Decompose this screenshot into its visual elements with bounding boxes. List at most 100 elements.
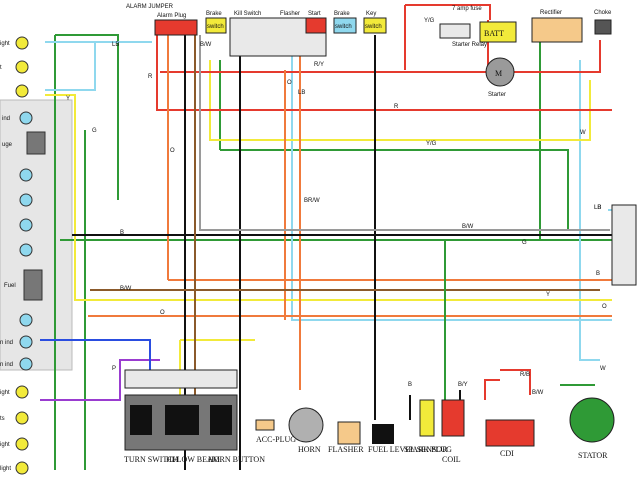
wires — [40, 4, 612, 470]
brake-switch-right — [333, 17, 357, 34]
turn-switch-label: TURN SWITCH — [124, 455, 179, 464]
acc-plug — [255, 419, 275, 431]
flasher-unit — [337, 421, 361, 445]
choke-label: Choke — [594, 10, 612, 16]
bulb-icon — [15, 437, 29, 451]
flasher-label: Flasher — [280, 11, 300, 17]
bulb-icon — [19, 168, 33, 182]
wire-label: B/W — [200, 42, 212, 48]
brake-switch-left — [205, 17, 227, 34]
left-label: ight — [0, 442, 10, 448]
stator — [569, 397, 615, 443]
horn-label: HORN — [298, 445, 321, 454]
left-label: Fuel — [4, 283, 16, 289]
start-label: Start — [308, 11, 321, 17]
wire-label: G — [92, 128, 97, 134]
wire-label: Y/G — [426, 141, 437, 147]
left-label: ts — [0, 416, 5, 422]
hilow-beam-switch — [165, 405, 199, 435]
brake-label: Brake — [334, 11, 350, 17]
stator-label: STATOR — [578, 451, 608, 460]
battery-label: BATT — [484, 29, 504, 38]
wire-label: B/W — [462, 224, 474, 230]
choke — [594, 19, 612, 35]
wire-label: O — [602, 304, 607, 310]
ignition-coil — [441, 399, 465, 437]
horn — [288, 407, 324, 443]
wire-label: B — [596, 271, 600, 277]
wire-label: Y — [546, 292, 550, 298]
fuse-label: 7 amp fuse — [452, 6, 482, 12]
alarm-jumper-label: ALARM JUMPER — [126, 4, 174, 10]
coil-label: COIL — [442, 455, 461, 464]
wire-label: W — [580, 130, 586, 136]
horn-button-label: HORN BUTTON — [208, 455, 265, 464]
wire-label: B/W — [120, 286, 132, 292]
wire-label: R — [394, 104, 399, 110]
wire-label: W — [600, 366, 606, 372]
starter-relay — [439, 23, 471, 39]
left-label: n ind — [0, 340, 13, 346]
key-switch — [363, 17, 387, 34]
bulb-icon — [19, 357, 33, 371]
left-label: ind — [2, 116, 10, 122]
wire-label: B/Y — [458, 382, 468, 388]
left-label: light — [0, 466, 11, 472]
cdi-unit — [485, 419, 535, 447]
left-label: uge — [2, 142, 13, 148]
wire-label: LB — [594, 205, 601, 211]
bulb-icon — [19, 243, 33, 257]
wire-label: LB — [112, 42, 119, 48]
starter-motor — [485, 57, 515, 87]
wire-label: LB — [594, 205, 601, 211]
wire-label: O — [160, 310, 165, 316]
wire-label: R/Y — [314, 62, 324, 68]
start-switch — [305, 17, 327, 34]
bulb-icon — [15, 84, 29, 98]
wire-label: BR/W — [304, 198, 320, 204]
starter-label: Starter — [488, 92, 506, 98]
switch-text: switch — [335, 24, 352, 30]
battery — [479, 21, 517, 43]
acc-plug-label: ACC-PLUG — [256, 435, 296, 444]
bulb-icon — [19, 218, 33, 232]
cdi-label: CDI — [500, 449, 514, 458]
left-label: n ind — [0, 362, 13, 368]
top-components: ALARM JUMPER Alarm Plug Brake switch Kil… — [126, 4, 637, 286]
wire-label: LB — [298, 90, 305, 96]
spark-plug — [419, 399, 435, 437]
key-label: Key — [366, 11, 376, 17]
switch-text: switch — [207, 24, 224, 30]
alarm-plug — [154, 19, 198, 36]
motor-m-label: M — [495, 69, 502, 78]
rectifier-label: Rectifier — [540, 10, 562, 16]
bulb-icon — [15, 60, 29, 74]
fuel-sensor-label: FUEL LEVEL SENSOR — [368, 445, 448, 454]
left-label: t — [0, 65, 2, 71]
rectifier — [531, 17, 583, 43]
wire-labels: LB R B/W O LB R/Y R O LB Y G Y/G BR/W B/… — [66, 42, 607, 396]
right-connector — [611, 204, 637, 286]
brake-label: Brake — [206, 11, 222, 17]
wire-label: O — [287, 80, 292, 86]
fuel-gauge-icon — [23, 269, 43, 301]
bulb-icon — [15, 411, 29, 425]
switch-text: switch — [365, 24, 382, 30]
switch-connector — [124, 369, 238, 389]
left-components — [15, 36, 46, 475]
horn-button — [210, 405, 232, 435]
wire-label: R/B — [520, 372, 530, 378]
bulb-icon — [15, 461, 29, 475]
bulb-icon — [19, 313, 33, 327]
bottom-components: TURN SWITCH HI/LOW BEAM HORN BUTTON ACC-… — [124, 369, 615, 464]
starter-relay-label: Starter Relay — [452, 42, 487, 48]
yg-label: Y/G — [424, 18, 435, 24]
wire-label: R — [148, 74, 153, 80]
wire-label: O — [170, 148, 175, 154]
bulb-icon — [19, 111, 33, 125]
alarm-plug-label: Alarm Plug — [157, 13, 186, 19]
fuel-sensor — [372, 424, 394, 444]
bulb-icon — [19, 193, 33, 207]
wire-label: G — [522, 240, 527, 246]
